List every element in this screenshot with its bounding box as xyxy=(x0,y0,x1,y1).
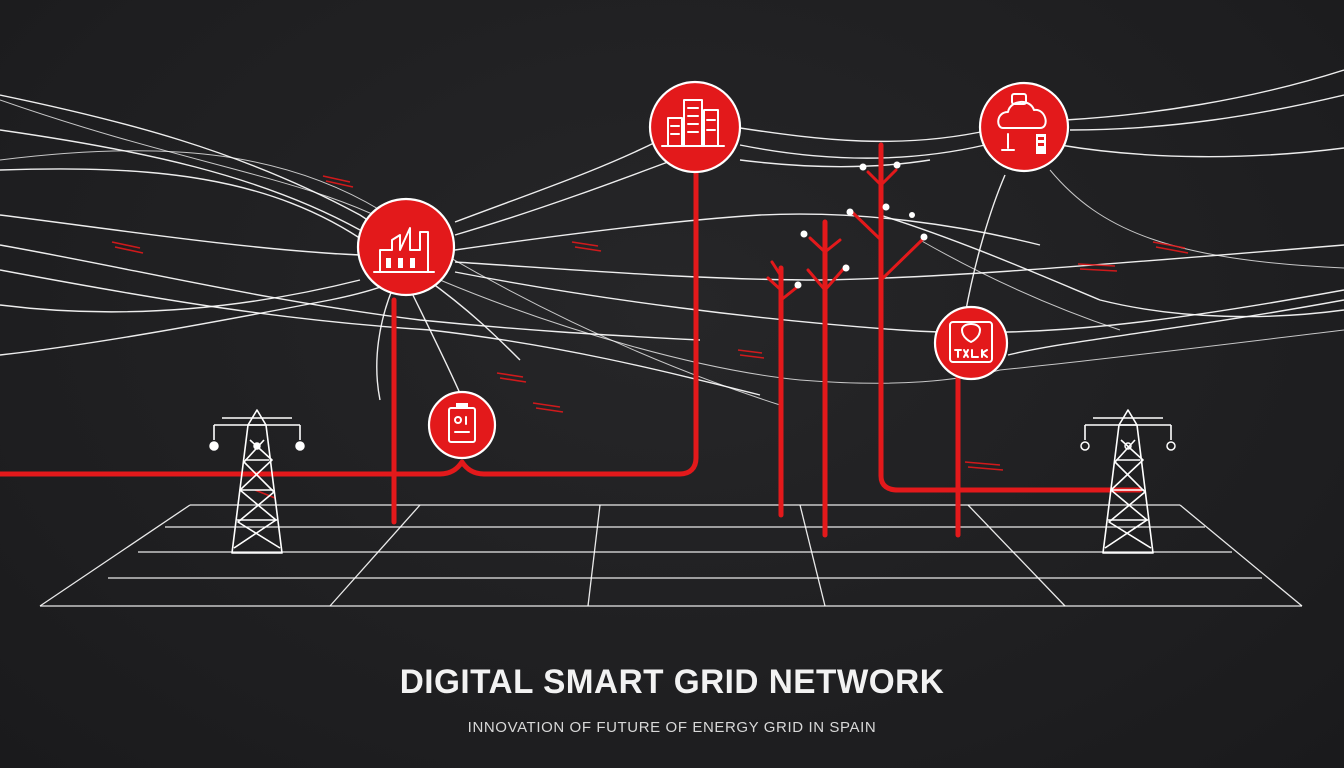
buildings-icon xyxy=(661,99,725,147)
red-power-lines xyxy=(0,142,1143,538)
factory-node xyxy=(356,197,456,297)
city-buildings-node xyxy=(648,80,742,174)
battery-icon xyxy=(448,403,476,443)
red-dash-marks xyxy=(111,175,1189,499)
poster-subtitle: INNOVATION OF FUTURE OF ENERGY GRID IN S… xyxy=(467,719,877,736)
factory-icon xyxy=(373,227,435,273)
right-transmission-tower xyxy=(1080,409,1176,554)
poster-title: DIGITAL SMART GRID NETWORK xyxy=(399,663,945,701)
ground-grid xyxy=(39,504,1303,607)
left-transmission-tower xyxy=(209,409,305,554)
eco-energy-node xyxy=(933,305,1009,381)
eco-energy-icon xyxy=(949,321,993,363)
cloud-storage-node xyxy=(978,81,1070,173)
title-block: DIGITAL SMART GRID NETWORK INNOVATION OF… xyxy=(0,660,1344,738)
cloud-battery-icon xyxy=(997,93,1047,154)
wire-joints xyxy=(794,161,928,289)
battery-node xyxy=(427,390,497,460)
